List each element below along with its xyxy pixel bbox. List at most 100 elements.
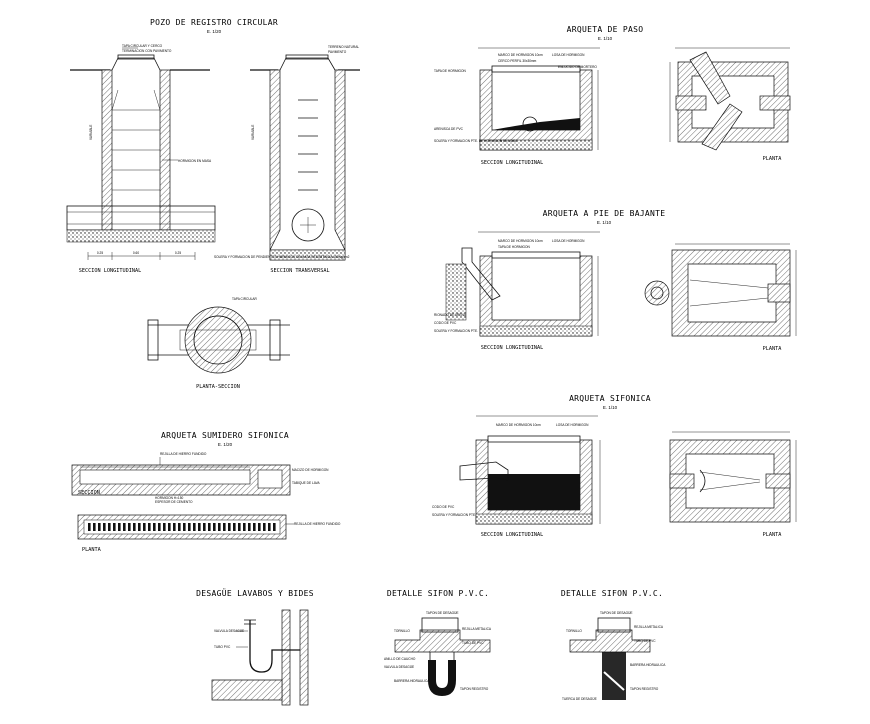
bajante-label-losa: LOSA DE HORMIGON [552, 239, 585, 243]
sumidero-seccion: REJILLA DE HIERRO FUNDIDO MACIZO DE HORM… [71, 452, 329, 504]
sifonica-label-solera: SOLERA Y FORMACION PTE. [432, 513, 476, 517]
bajante-scale: E. 1/10 [597, 220, 612, 225]
grate-bar [198, 523, 201, 531]
pozo-dim-b: 0.60 [133, 251, 139, 255]
sifonica-planta-label: PLANTA [763, 532, 783, 538]
pozo-seccion-longitudinal: 0.25 0.60 0.25 TAPA CIRCULAR Y CERCO TER… [66, 44, 216, 274]
sifon1-label-7: TAPON REGISTRO [460, 687, 489, 691]
grate-bar [203, 523, 206, 531]
grate-bar [273, 523, 276, 531]
bajante-seccion: MARCO DE HORMIGON 10cm TAPA DE HORMIGON … [434, 231, 600, 351]
pozo-label-pavimento: PAVIMENTO [328, 50, 347, 54]
grate-bar [118, 523, 121, 531]
pozo-seccion-trans-label: SECCION TRANSVERSAL [270, 268, 329, 274]
sifon2-title: DETALLE SIFON P.V.C. [561, 589, 663, 598]
sumidero-group: ARQUETA SUMIDERO SIFONICA E. 1/20 REJILL… [71, 431, 341, 553]
paso-planta-label: PLANTA [763, 156, 783, 162]
paso-title: ARQUETA DE PASO [567, 25, 644, 34]
paso-label-cerco: CERCO PERFIL 30x30mm [498, 59, 537, 63]
sifonica-label-codo: CODO DE PVC [432, 505, 455, 509]
bajante-seccion-label: SECCION LONGITUDINAL [481, 345, 543, 351]
pozo-label-terminacion: TERMINACION CON PAVIMENTO [122, 49, 172, 53]
grate-bar [158, 523, 161, 531]
pozo-label-tapa: TAPA CIRCULAR Y CERCO [122, 44, 163, 48]
sumidero-label-rejilla-planta: REJILLA DE HIERRO FUNDIDO [294, 522, 341, 526]
sifon1-group: DETALLE SIFON P.V.C. TAPON DE DESAGÜE TO… [384, 589, 492, 696]
sifon1-label-5: VALVULA DESAGÜE [384, 665, 414, 669]
sumidero-label-rejilla: REJILLA DE HIERRO FUNDIDO [160, 452, 207, 456]
pozo-scale: E. 1/20 [207, 29, 222, 34]
paso-seccion: MARCO DE HORMIGON 10cm CERCO PERFIL 30x3… [434, 47, 600, 166]
grate-bar [233, 523, 236, 531]
grate-bar [228, 523, 231, 531]
pozo-label-variable-2: VARIABLE [251, 125, 255, 140]
paso-label-arenisca: ARENISCA DE PVC [434, 127, 464, 131]
sifon2-label-5: TAPON REGISTRO [630, 687, 659, 691]
pozo-dim-c: 0.25 [175, 251, 181, 255]
pozo-planta-label: PLANTA-SECCION [196, 384, 240, 390]
grate-bar [223, 523, 226, 531]
pozo-label-variable: VARIABLE [89, 125, 93, 140]
bajante-label-solera: SOLERA Y FORMACION PTE. [434, 329, 478, 333]
sifon1-label-4: ANILLO DE CAUCHO [384, 657, 416, 661]
sumidero-label-macizo: MACIZO DE HORMIGON [292, 468, 329, 472]
grate-bar [128, 523, 131, 531]
sifonica-label-marco: MARCO DE HORMIGON 10cm [496, 423, 541, 427]
sifon1-label-2: REJILLA METALICA [462, 627, 492, 631]
grate-bar [98, 523, 101, 531]
paso-label-losa: LOSA DE HORMIGON [552, 53, 585, 57]
sumidero-label-espesor: ESPESOR DE CEMENTO [155, 500, 193, 504]
grate-bar [253, 523, 256, 531]
pozo-planta: TAPA CIRCULAR PLANTA-SECCION [147, 297, 290, 390]
grate-bar [153, 523, 156, 531]
paso-label-marco: MARCO DE HORMIGON 10cm [498, 53, 543, 57]
grate-bar [263, 523, 266, 531]
sifon1-label-0: TAPON DE DESAGÜE [426, 611, 459, 615]
pozo-seccion-transversal: VARIABLE TERRENO NATURAL PAVIMENTO SOLER… [214, 45, 360, 274]
sifonica-planta: PLANTA [669, 431, 797, 538]
grate-bar [93, 523, 96, 531]
grate-bar [218, 523, 221, 531]
grate-bar [123, 523, 126, 531]
grate-bar [243, 523, 246, 531]
sifon1-labels: TAPON DE DESAGÜE TORNILLO REJILLA METALI… [384, 611, 492, 691]
sumidero-scale: E. 1/20 [218, 442, 233, 447]
pozo-planta-tapa: TAPA CIRCULAR [232, 297, 258, 301]
bajante-title: ARQUETA A PIE DE BAJANTE [543, 209, 666, 218]
paso-label-enlucido: ENLUCIDO DE MORTERO [558, 65, 597, 69]
sifon1-label-1: TORNILLO [394, 629, 410, 633]
sifon2-group: DETALLE SIFON P.V.C. TAPON DE DESAGÜE TO… [561, 589, 666, 701]
paso-group: ARQUETA DE PASO E. 1/10 MARCO DE HORMIGO… [434, 25, 791, 166]
grate-bar [133, 523, 136, 531]
sifon2-label-1: TORNILLO [566, 629, 582, 633]
bajante-label-tapa: TAPA DE HORMIGON [498, 245, 530, 249]
sifonica-group: ARQUETA SIFONICA E. 1/10 MARCO DE HORMIG… [432, 394, 797, 538]
grate-bar [173, 523, 176, 531]
grate-bar [268, 523, 271, 531]
sifonica-label-losa: LOSA DE HORMIGON [556, 423, 589, 427]
sifon2-labels: TAPON DE DESAGÜE TORNILLO REJILLA METALI… [562, 611, 666, 701]
sifon1-label-6: BARRERA HIDRAULICA [394, 679, 430, 683]
pozo-steps [298, 99, 318, 191]
bajante-group: ARQUETA A PIE DE BAJANTE E. 1/10 MARCO D… [434, 209, 797, 352]
grate-bar [88, 523, 91, 531]
pozo-label-hormigon: HORMIGON EN MASA [178, 159, 212, 163]
sifon1-title: DETALLE SIFON P.V.C. [387, 589, 489, 598]
sifon1-label-3: TUBO DE PVC [462, 641, 484, 645]
bajante-planta: PLANTA [644, 243, 797, 352]
grate-bar [148, 523, 151, 531]
sifonica-seccion: MARCO DE HORMIGON 10cm LOSA DE HORMIGON … [432, 415, 601, 538]
bajante-label-marco: MARCO DE HORMIGON 10cm [498, 239, 543, 243]
lavabos-group: DESAGÜE LAVABOS Y BIDES VALVULA DESAGÜE … [196, 588, 314, 706]
pozo-seccion-long-label: SECCION LONGITUDINAL [79, 268, 141, 274]
sumidero-planta: REJILLA DE HIERRO FUNDIDO PLANTA [77, 514, 341, 553]
lavabos-label-valvula: VALVULA DESAGÜE [214, 629, 244, 633]
sifonica-seccion-label: SECCION LONGITUDINAL [481, 532, 543, 538]
sumidero-planta-label: PLANTA [82, 547, 102, 553]
sifonica-title: ARQUETA SIFONICA [569, 394, 651, 403]
paso-planta: PLANTA [669, 47, 791, 162]
grate-bar [103, 523, 106, 531]
grate-bar [178, 523, 181, 531]
sumidero-seccion-label: SECCION [78, 490, 100, 496]
